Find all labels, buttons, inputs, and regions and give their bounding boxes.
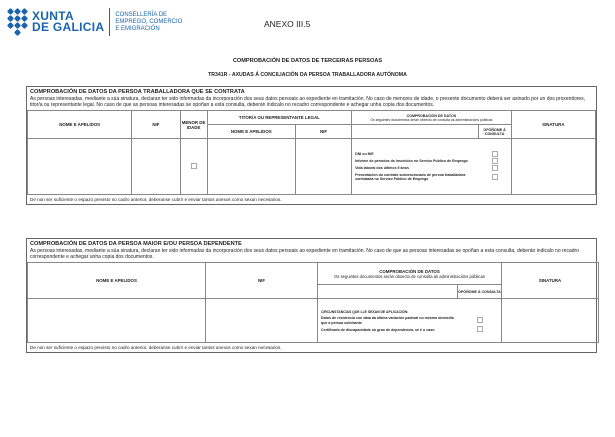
option-3: Vida laboral dos últimos 5 anos [355,166,409,171]
section-heading: COMPROBACIÓN DE DATOS DA PERSOA TRABALLA… [30,89,245,95]
oppose-checkbox-4[interactable] [491,173,498,180]
options-cell: CIRCUNSTANCIAS QUE LLE SEXAN DE APLICACI… [317,298,502,344]
signature-input[interactable] [501,298,599,344]
logo-divider [109,8,111,36]
section-footer: De non ser suficiente o espazo previsto … [30,197,282,203]
logo-line1: XUNTA [32,9,74,23]
logo-line2: DE GALICIA [32,20,105,34]
option-2: Certificado de discapacidade ou grao de … [321,327,435,332]
col-nif: NIF [205,262,318,300]
oppose-checkbox-1[interactable] [477,317,483,324]
xunta-emblem-icon [6,7,29,37]
option-4: Presentación do contrato subvencionado d… [355,172,466,182]
col-oppose: OPÓÑOME Á CONSULTA [477,124,512,140]
option-1: DNI ou NIE [355,152,374,157]
section-heading: COMPROBACIÓN DE DATOS DA PERSOA MAIOR E/… [30,241,242,247]
section-text: As persoas interesadas, mediante a súa s… [30,248,579,261]
col-name: NOME E APELIDOS [27,262,206,300]
section-dependent: COMPROBACIÓN DE DATOS DA PERSOA MAIOR E/… [26,238,599,354]
options-cell: DNI ou NIE Informe de períodos de inscri… [351,138,512,196]
col-check: COMPROBACIÓN DE DATOS Os seguintes docum… [351,110,512,126]
option-1: Datos de residencia con data da última v… [321,316,455,325]
name-input[interactable] [26,138,133,196]
oppose-checkbox-2[interactable] [477,326,483,333]
section-worker: COMPROBACIÓN DE DATOS DA PERSOA TRABALLA… [26,86,597,206]
section-footer: De non ser suficiente o espazo previsto … [30,345,282,351]
col-sign: SINATURA [501,262,599,300]
logo-wordmark: XUNTA DE GALICIA [32,9,105,34]
col-tutor-nif: NIF [294,124,353,140]
col-check: COMPROBACIÓN DE DATOS Os seguintes docum… [317,262,502,286]
col-check-sub: Os seguintes documentos serán obxecto de… [334,273,485,279]
option-2: Informe de períodos de inscrición no Ser… [355,159,468,164]
section-text: As persoas interesadas, mediante a súa s… [30,96,586,109]
circumstances-label: CIRCUNSTANCIAS QUE LLE SEXAN DE APLICACI… [321,309,409,314]
col-check-title: COMPROBACIÓN DE DATOS [406,113,457,118]
col-sign: SINATURA [510,110,597,140]
col-tutor-name: NOME E APELIDOS [206,124,296,140]
col-check-title: COMPROBACIÓN DE DATOS [379,268,440,274]
minor-cell [179,138,208,196]
tutor-name-input[interactable] [206,138,296,196]
signature-input[interactable] [510,138,597,196]
document-title: COMPROBACIÓN DE DATOS DE TERCEIRAS PERSO… [232,58,383,64]
col-nif: NIF [131,110,181,140]
dept-line2: EMPREGO, COMERCIO [115,18,183,25]
document-subtitle: TR341R - AXUDAS Á CONCILIACIÓN DA PERSOA… [208,72,407,78]
nif-input[interactable] [131,138,181,196]
dept-line3: E EMIGRACIÓN [115,25,160,32]
xunta-logo: XUNTA DE GALICIA CONSELLERÍA DE EMPREGO,… [6,7,182,37]
minor-checkbox[interactable] [190,163,197,170]
anexo-label: ANEXO III.5 [264,19,311,29]
col-oppose: OPÓÑOME Á CONSULTA [457,284,502,300]
col-name: NOME E APELIDOS [26,110,133,140]
oppose-checkbox-1[interactable] [491,150,498,157]
department-name: CONSELLERÍA DE EMPREGO, COMERCIO E EMIGR… [115,12,182,33]
tutor-nif-input[interactable] [294,138,353,196]
col-check-sub: Os seguintes documentos serán obxecto de… [370,117,493,122]
dept-line1: CONSELLERÍA DE [115,11,168,18]
nif-input[interactable] [205,298,318,344]
col-tutor: TITOR/A OU REPRESENTANTE LEGAL [206,110,353,126]
oppose-checkbox-2[interactable] [491,157,498,164]
worker-table: NOME E APELIDOS NIF MENOR DE IDADE TITOR… [26,110,597,196]
oppose-checkbox-3[interactable] [491,164,498,171]
dependent-table: NOME E APELIDOS NIF COMPROBACIÓN DE DATO… [27,262,599,344]
name-input[interactable] [27,298,206,344]
col-minor: MENOR DE IDADE [179,110,208,140]
